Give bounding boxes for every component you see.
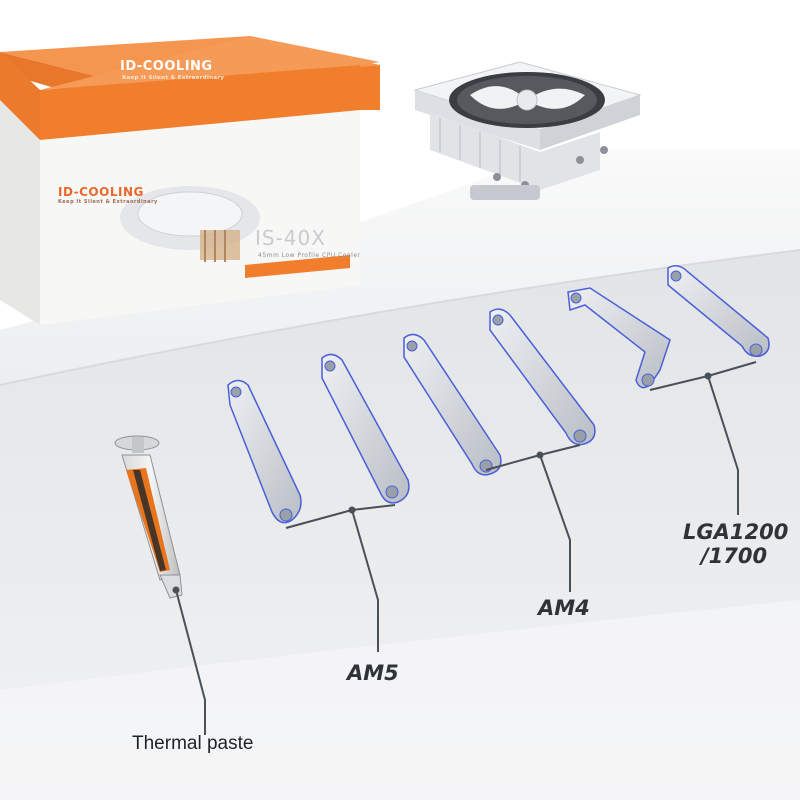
lga-brackets [567, 265, 770, 389]
thermal-paste-label: Thermal paste [132, 733, 254, 754]
box-model-name: IS-40X [255, 226, 326, 250]
am4-brackets [403, 308, 596, 476]
am4-label: AM4 [538, 596, 590, 620]
box-brand-logo-text: ID-COOLING [120, 59, 213, 74]
box-front-brand: ID-COOLING [58, 185, 144, 199]
box-front-tagline: Keep It Silent & Extraordinary [58, 199, 158, 205]
box-subtitle: 45mm Low Profile CPU Cooler [258, 252, 361, 259]
lga-label-line1: LGA1200 [683, 520, 789, 544]
box-tagline: Keep It Silent & Extraordinary [122, 75, 225, 81]
am5-label: AM5 [347, 661, 399, 685]
am5-brackets [227, 353, 410, 524]
shelf [0, 150, 800, 385]
callout-leader-lines [175, 361, 757, 735]
cpu-cooler [413, 61, 642, 200]
product-box [0, 36, 380, 325]
lga-label-line2: /1700 [701, 544, 768, 568]
thermal-paste-syringe [114, 435, 183, 599]
lga-label: LGA1200 /1700 [683, 520, 788, 568]
